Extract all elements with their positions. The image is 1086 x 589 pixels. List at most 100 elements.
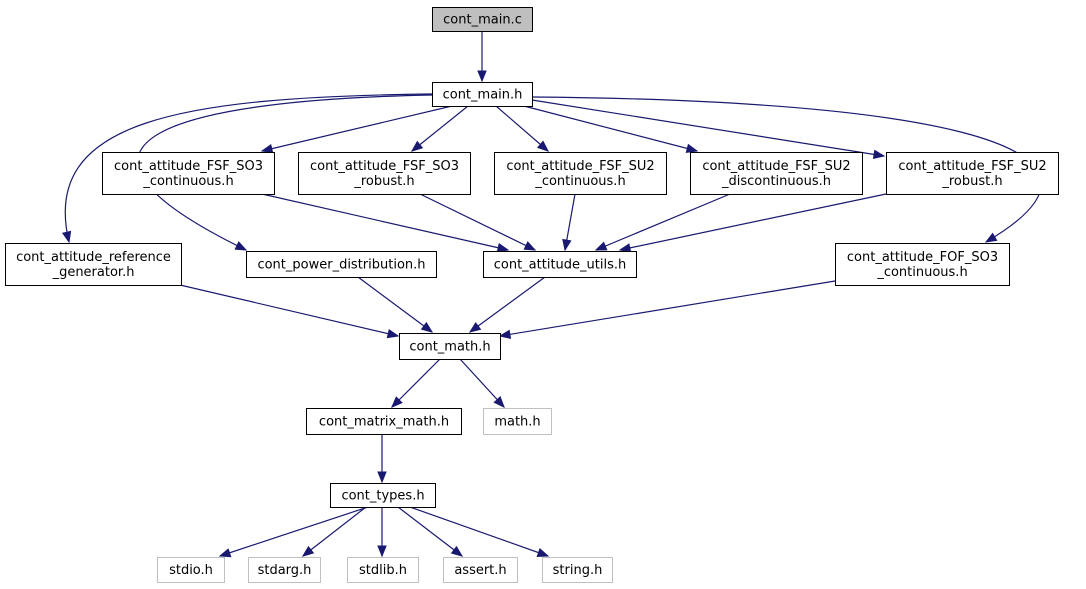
node-math_h[interactable]: math.h <box>483 408 552 435</box>
edge-cont_math-to-math_h <box>459 358 505 408</box>
edge-line <box>179 284 399 337</box>
node-label: cont_power_distribution.h <box>257 258 425 273</box>
node-label: cont_attitude_FSF_SU2 <box>702 159 850 174</box>
edge-line <box>137 94 433 251</box>
node-box <box>483 408 552 435</box>
edge-arrowhead <box>420 321 434 333</box>
node-box <box>246 251 437 278</box>
edge-power_dist-to-cont_math <box>357 276 434 333</box>
node-box <box>157 557 225 583</box>
node-label: stdio.h <box>169 563 213 578</box>
edge-matrix_math-to-types <box>377 434 387 484</box>
edge-arrowhead <box>493 396 505 408</box>
edge-line <box>391 358 441 408</box>
node-label: _generator.h <box>52 265 135 280</box>
edge-cont_main_h-to-fof_so3_cont <box>531 96 1042 243</box>
node-box <box>443 557 518 583</box>
node-label: assert.h <box>454 563 506 578</box>
node-types[interactable]: cont_types.h <box>330 483 436 508</box>
node-cont_math[interactable]: cont_math.h <box>399 333 501 360</box>
node-stdlib[interactable]: stdlib.h <box>347 557 419 583</box>
edges-layer <box>61 31 1042 558</box>
edge-line <box>261 193 509 251</box>
edge-line <box>495 105 549 152</box>
node-label: string.h <box>553 563 603 578</box>
edge-fsf_su2_cont-to-att_utils <box>562 193 576 252</box>
node-fsf_su2_rob[interactable]: cont_attitude_FSF_SU2_robust.h <box>886 152 1059 195</box>
edge-line <box>64 93 433 243</box>
node-fsf_su2_disc[interactable]: cont_attitude_FSF_SU2_discontinuous.h <box>690 152 863 195</box>
edge-line <box>302 506 367 557</box>
node-cont_main_h[interactable]: cont_main.h <box>432 82 533 107</box>
edge-types-to-string <box>409 506 550 557</box>
edge-arrowhead <box>477 70 487 83</box>
node-fsf_so3_cont[interactable]: cont_attitude_FSF_SO3_continuous.h <box>102 152 275 195</box>
edge-cont_main_h-to-fsf_su2_cont <box>495 105 550 152</box>
edge-arrowhead <box>498 329 512 339</box>
node-box <box>248 557 321 583</box>
node-box <box>432 7 533 32</box>
edge-cont_math-to-matrix_math <box>391 358 441 408</box>
node-fsf_su2_cont[interactable]: cont_attitude_FSF_SU2_continuous.h <box>494 152 667 195</box>
edge-arrowhead <box>377 545 387 558</box>
edge-fsf_so3_rob-to-att_utils <box>419 193 537 251</box>
node-box <box>886 152 1059 195</box>
node-ref_gen[interactable]: cont_attitude_reference_generator.h <box>5 243 182 286</box>
node-label: _robust.h <box>941 174 1002 189</box>
edge-cont_main_h-to-fsf_su2_rob <box>531 99 886 160</box>
node-assert[interactable]: assert.h <box>443 557 518 583</box>
edge-arrowhead <box>377 471 387 484</box>
edge-types-to-stdlib <box>377 507 387 558</box>
node-att_utils[interactable]: cont_attitude_utils.h <box>483 251 637 278</box>
edge-line <box>419 193 536 251</box>
edge-fof_so3_cont-to-cont_math <box>498 280 836 339</box>
edge-arrowhead <box>301 545 315 557</box>
node-stdio[interactable]: stdio.h <box>157 557 225 583</box>
edge-arrowhead <box>496 243 510 253</box>
node-box <box>835 243 1010 286</box>
node-box <box>432 82 533 107</box>
node-matrix_math[interactable]: cont_matrix_math.h <box>306 408 462 435</box>
node-stdarg[interactable]: stdarg.h <box>248 557 321 583</box>
edge-fsf_so3_cont-to-att_utils <box>261 193 510 253</box>
node-box <box>306 408 462 435</box>
node-box <box>5 243 182 286</box>
edge-line <box>531 96 1042 243</box>
edge-arrowhead <box>386 328 400 339</box>
node-box <box>690 152 863 195</box>
edge-cont_main_h-to-fsf_so3_rob <box>410 105 469 152</box>
node-label: cont_attitude_reference <box>16 250 171 265</box>
node-label: _continuous.h <box>534 174 625 189</box>
edge-fsf_su2_disc-to-att_utils <box>594 193 731 251</box>
node-label: _robust.h <box>353 174 414 189</box>
node-fof_so3_cont[interactable]: cont_attitude_FOF_SO3_continuous.h <box>835 243 1010 286</box>
edge-arrowhead <box>536 548 550 557</box>
node-fsf_so3_rob[interactable]: cont_attitude_FSF_SO3_robust.h <box>298 152 471 195</box>
node-label: _continuous.h <box>142 174 233 189</box>
edge-line <box>619 193 887 251</box>
edge-cont_main_h-to-ref_gen <box>61 93 433 244</box>
edge-line <box>459 358 505 408</box>
edge-ref_gen-to-cont_math <box>179 284 400 339</box>
node-box <box>494 152 667 195</box>
edge-line <box>357 276 433 333</box>
node-label: cont_types.h <box>341 489 424 504</box>
edge-arrowhead <box>234 241 248 251</box>
node-box <box>298 152 471 195</box>
edge-arrowhead <box>523 241 537 251</box>
node-cont_main_c[interactable]: cont_main.c <box>432 7 533 32</box>
node-string[interactable]: string.h <box>542 557 613 583</box>
edge-cont_main_h-to-fsf_su2_disc <box>523 105 699 153</box>
edge-fsf_su2_rob-to-att_utils <box>618 193 887 253</box>
node-label: cont_attitude_FSF_SO3 <box>310 159 459 174</box>
node-label: cont_main.c <box>443 13 522 28</box>
edge-arrowhead <box>260 143 274 154</box>
node-power_dist[interactable]: cont_power_distribution.h <box>246 251 437 278</box>
node-label: _discontinuous.h <box>721 174 831 189</box>
node-label: cont_attitude_FSF_SU2 <box>898 159 1046 174</box>
edge-line <box>595 193 731 251</box>
edge-arrowhead <box>61 230 72 244</box>
node-box <box>347 557 419 583</box>
edge-arrowhead <box>685 143 699 153</box>
node-label: _continuous.h <box>876 265 967 280</box>
